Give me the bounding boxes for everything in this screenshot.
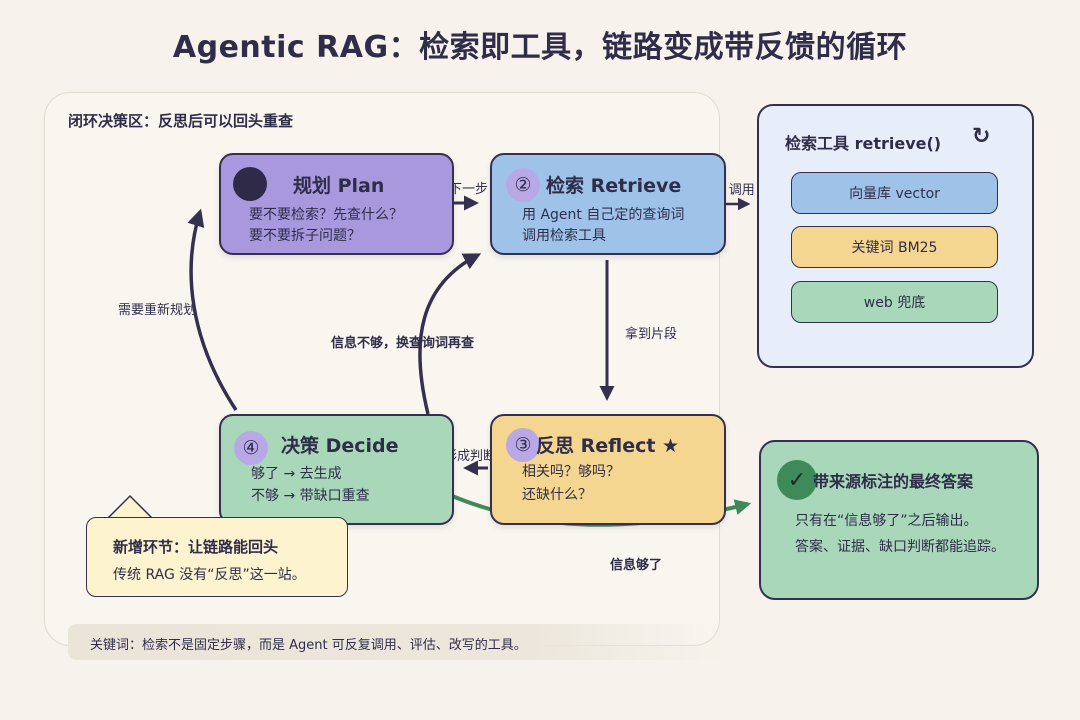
edge-label-got-chunks: 拿到片段 (625, 327, 678, 342)
retrieve-title: 检索 Retrieve (546, 175, 682, 197)
reflect-title: 反思 Reflect ★ (536, 435, 680, 457)
keyword-text: 关键词：检索不是固定步骤，而是 Agent 可反复调用、评估、改写的工具。 (90, 638, 527, 653)
edge-label-enough-info: 信息够了 (610, 558, 663, 573)
tool-web: web 兜底 (791, 281, 998, 323)
retrieve-line-2: 调用检索工具 (522, 228, 606, 244)
edge-label-form-judgment: 形成判断 (444, 449, 497, 464)
answer-line-2: 答案、证据、缺口判断都能追踪。 (795, 539, 1005, 555)
edge-label-next-step: 下一步 (449, 182, 489, 197)
retrieve-line-1: 用 Agent 自己定的查询词 (522, 207, 685, 223)
check-icon: ✓ (777, 460, 817, 500)
edge-decide-to-plan (187, 208, 238, 411)
keyword-bar: 关键词：检索不是固定步骤，而是 Agent 可反复调用、评估、改写的工具。 (68, 624, 728, 660)
page-title: Agentic RAG：检索即工具，链路变成带反馈的循环 (172, 30, 908, 65)
callout-title: 新增环节：让链路能回头 (113, 538, 279, 556)
decide-badge: ④ (234, 431, 268, 465)
plan-badge (233, 167, 267, 201)
retrieve-tool-panel: 检索工具 retrieve() ↻ 向量库 vector 关键词 BM25 we… (757, 104, 1034, 368)
node-reflect: ③ 反思 Reflect ★ 相关吗？够吗？ 还缺什么？ (490, 414, 726, 525)
refresh-icon: ↻ (972, 124, 991, 149)
answer-title: 带来源标注的最终答案 (813, 472, 974, 491)
plan-title: 规划 Plan (293, 175, 385, 197)
tool-panel-title: 检索工具 retrieve() (785, 134, 942, 153)
decide-line-1: 够了 → 去生成 (251, 466, 342, 482)
decide-line-2: 不够 → 带缺口重查 (251, 488, 370, 504)
edge-label-replan: 需要重新规划 (118, 303, 197, 318)
node-decide: ④ 决策 Decide 够了 → 去生成 不够 → 带缺口重查 (219, 414, 454, 525)
zone-label: 闭环决策区：反思后可以回头重查 (68, 112, 294, 130)
callout-new-step: 新增环节：让链路能回头 传统 RAG 没有“反思”这一站。 (86, 517, 348, 597)
reflect-line-1: 相关吗？够吗？ (522, 464, 620, 480)
node-plan: 规划 Plan 要不要检索？先查什么？ 要不要拆子问题？ (219, 153, 454, 255)
node-retrieve: ② 检索 Retrieve 用 Agent 自己定的查询词 调用检索工具 (490, 153, 726, 255)
edge-label-requery: 信息不够，换查询词再查 (331, 336, 475, 351)
tool-vector: 向量库 vector (791, 172, 998, 214)
callout-pointer (107, 494, 153, 519)
plan-line-1: 要不要检索？先查什么？ (249, 207, 403, 223)
reflect-line-2: 还缺什么？ (522, 487, 592, 503)
answer-line-1: 只有在“信息够了”之后输出。 (795, 513, 978, 529)
edge-decide-to-retrieve (418, 253, 482, 415)
decide-title: 决策 Decide (281, 435, 399, 457)
callout-text: 传统 RAG 没有“反思”这一站。 (113, 567, 306, 583)
plan-line-2: 要不要拆子问题？ (249, 228, 361, 244)
retrieve-badge: ② (506, 168, 540, 202)
final-answer-box: ✓ 带来源标注的最终答案 只有在“信息够了”之后输出。 答案、证据、缺口判断都能… (759, 440, 1039, 600)
tool-bm25: 关键词 BM25 (791, 226, 998, 268)
reflect-badge: ③ (506, 428, 540, 462)
